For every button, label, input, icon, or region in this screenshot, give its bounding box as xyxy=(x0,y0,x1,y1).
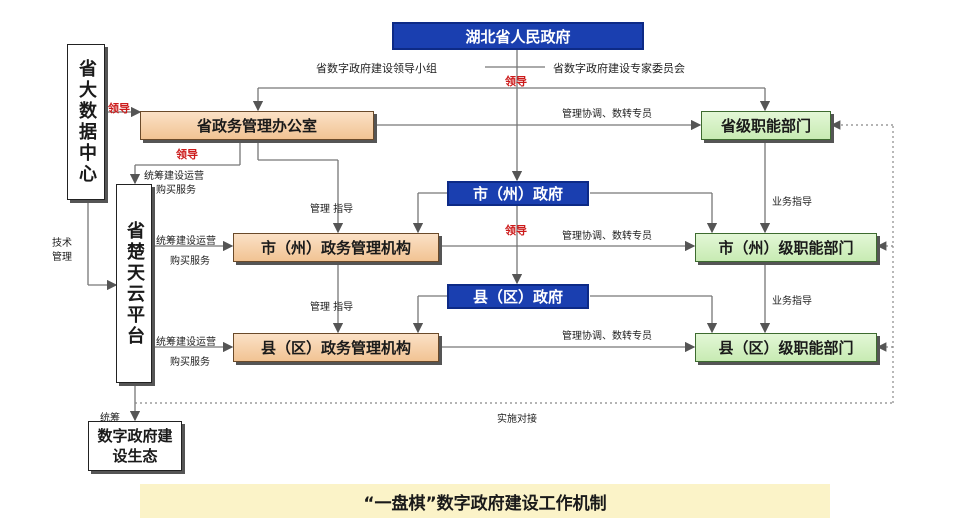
diagram-title: “一盘棋”数字政府建设工作机制 xyxy=(140,484,830,518)
lead-label-1: 领导 xyxy=(108,102,130,115)
chutian-cloud-box: 省楚天云平台 xyxy=(116,184,152,383)
ops-label-3b: 购买服务 xyxy=(170,357,210,368)
lead-label-4: 领导 xyxy=(505,224,527,237)
expert-committee-label: 省数字政府建设专家委员会 xyxy=(553,62,685,75)
prov-depts-box: 省级职能部门 xyxy=(701,111,831,140)
lead-label-2: 领导 xyxy=(176,148,198,161)
prov-office-box: 省政务管理办公室 xyxy=(140,111,374,140)
county-gov-box: 县（区）政府 xyxy=(447,284,589,309)
city-depts-box: 市（州）级职能部门 xyxy=(695,233,877,262)
coord-label-1: 管理协调、数转专员 xyxy=(562,109,652,120)
tech-mgmt-label: 技术 管理 xyxy=(52,238,72,263)
biz-guide-label-1: 业务指导 xyxy=(772,197,812,208)
overall-label: 统筹 xyxy=(100,413,120,424)
county-depts-box: 县（区）级职能部门 xyxy=(695,333,877,362)
docking-label: 实施对接 xyxy=(497,414,537,425)
hubei-gov-box: 湖北省人民政府 xyxy=(392,22,644,50)
ecosystem-box: 数字政府建设生态 xyxy=(88,421,182,471)
ops-label-2b: 购买服务 xyxy=(170,256,210,267)
guide-label-1: 管理 指导 xyxy=(310,204,354,215)
guide-label-2: 管理 指导 xyxy=(310,302,354,313)
city-gov-box: 市（州）政府 xyxy=(447,181,589,206)
biz-guide-label-2: 业务指导 xyxy=(772,296,812,307)
coord-label-3: 管理协调、数转专员 xyxy=(562,331,652,342)
ops-label-3a: 统筹建设运营 xyxy=(156,337,216,348)
big-data-center-box: 省大数据中心 xyxy=(67,44,105,200)
county-agency-box: 县（区）政务管理机构 xyxy=(233,333,439,362)
city-agency-box: 市（州）政务管理机构 xyxy=(233,233,439,262)
coord-label-2: 管理协调、数转专员 xyxy=(562,231,652,242)
leading-group-label: 省数字政府建设领导小组 xyxy=(316,62,437,75)
ops-label-1a: 统筹建设运营 xyxy=(144,171,204,182)
lead-label-3: 领导 xyxy=(505,75,527,88)
ops-label-1b: 购买服务 xyxy=(156,185,196,196)
ops-label-2a: 统筹建设运营 xyxy=(156,236,216,247)
